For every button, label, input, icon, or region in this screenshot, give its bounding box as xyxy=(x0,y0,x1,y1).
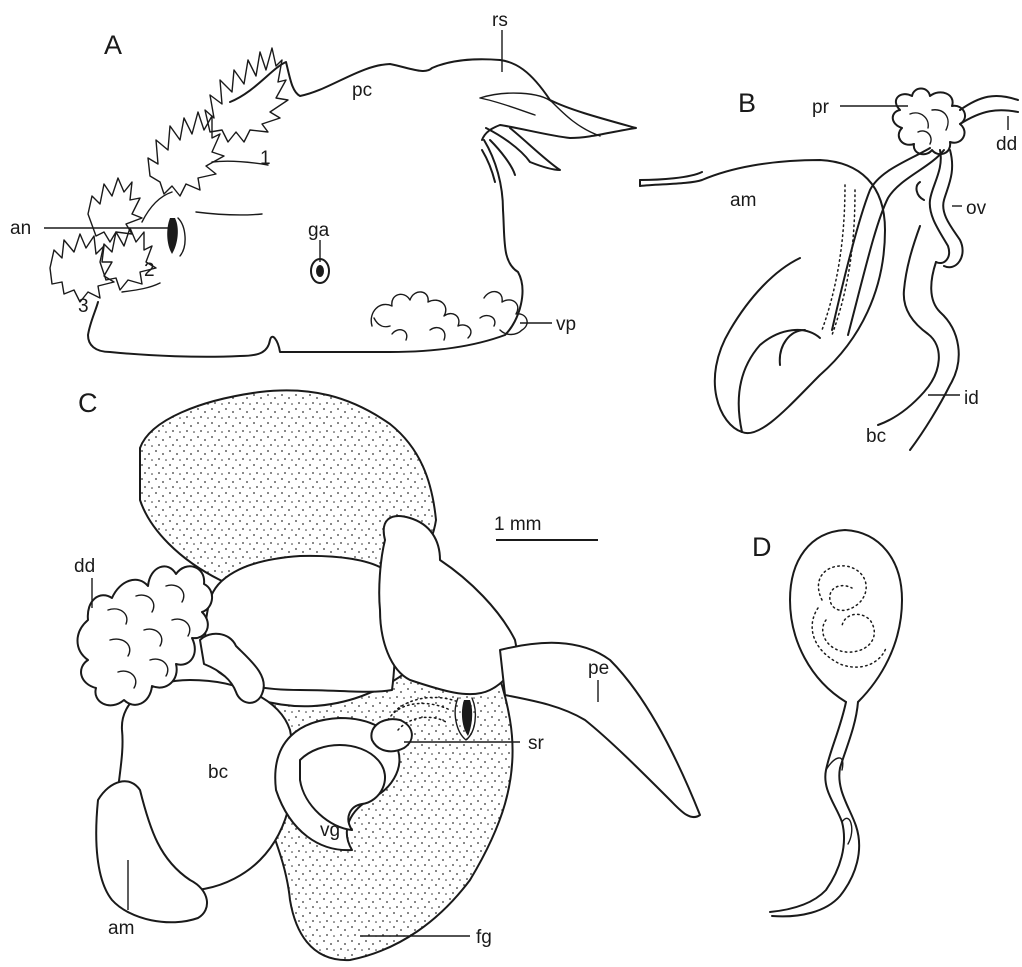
body-outline-a xyxy=(88,59,522,357)
scale-bar-label: 1 mm xyxy=(494,514,542,535)
sac-coil-contents xyxy=(812,566,886,667)
ampulla-inner-loop xyxy=(739,330,820,432)
label-ceras-row-1: 1 xyxy=(260,148,271,169)
prostate-lobes xyxy=(910,110,948,144)
label-dd-c: dd xyxy=(74,556,95,577)
label-ga: ga xyxy=(308,220,330,241)
label-sr: sr xyxy=(528,733,545,754)
prostate xyxy=(893,89,965,155)
anus-lip xyxy=(178,218,185,256)
label-ov: ov xyxy=(966,198,987,219)
label-pr: pr xyxy=(812,97,830,118)
anus-mark xyxy=(167,218,178,254)
twisted-stalk xyxy=(770,702,859,916)
ampulla xyxy=(640,160,885,433)
label-fg: fg xyxy=(476,927,492,948)
panel-letter-b: B xyxy=(738,88,756,118)
sac xyxy=(790,530,902,702)
panel-letter-a: A xyxy=(104,30,122,60)
label-an: an xyxy=(10,218,31,239)
prostate-ampulla-duct xyxy=(832,148,944,335)
panel-letter-d: D xyxy=(752,532,772,562)
label-ceras-row-3: 3 xyxy=(78,296,89,317)
label-vg: vg xyxy=(320,820,340,841)
label-dd-b: dd xyxy=(996,134,1017,155)
cerata-cluster-1 xyxy=(205,48,288,142)
label-pc: pc xyxy=(352,80,372,101)
deferent-duct-b xyxy=(960,96,1018,124)
panel-d: D xyxy=(752,530,902,916)
duct-inside-ampulla xyxy=(822,185,855,335)
rhinophore xyxy=(480,93,600,136)
panel-letter-c: C xyxy=(78,388,98,418)
cerata-cluster-2 xyxy=(148,112,224,196)
genital-aperture-core xyxy=(316,265,324,277)
label-am-c: am xyxy=(108,918,134,939)
cerata-cluster-3 xyxy=(88,178,142,242)
label-rs: rs xyxy=(492,10,508,31)
label-vp: vp xyxy=(556,314,576,335)
label-am-b: am xyxy=(730,190,756,211)
panel-b: B pr dd am ov id bc xyxy=(640,88,1018,450)
label-bc-c: bc xyxy=(208,762,228,783)
rhinophore-sheath xyxy=(482,60,636,140)
panel-c: C 1 mm xyxy=(74,388,700,960)
penial-sheath xyxy=(379,516,516,694)
label-ceras-row-2: 2 xyxy=(144,260,155,281)
velar-processes xyxy=(371,292,527,340)
label-id: id xyxy=(964,388,979,409)
label-pe: pe xyxy=(588,658,609,679)
panel-a: A rs pc 1 2 3 an ga vp xyxy=(10,10,636,357)
label-bc-b: bc xyxy=(866,426,886,447)
